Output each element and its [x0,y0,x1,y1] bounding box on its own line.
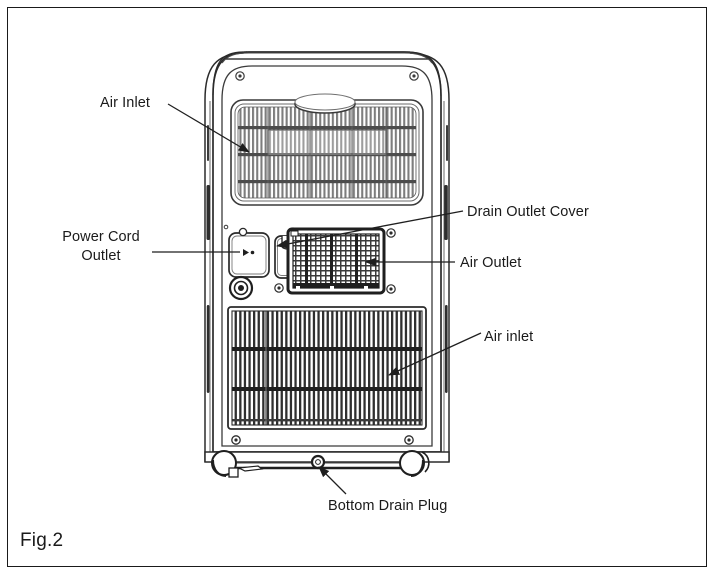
callout-label-bottom-drain-plug: Bottom Drain Plug [328,498,448,514]
lower-air-inlet-grille [227,306,427,430]
bottom-drain-plug-port [310,454,326,470]
cabinet-top-face [221,52,433,64]
side-vent-right [444,185,448,240]
callout-label-air-inlet-top: Air Inlet [100,95,151,111]
caster-left-bracket [228,467,239,478]
caster-wheel-right [399,450,430,477]
cord-direction-arrow [243,249,249,256]
leader-line-air-inlet-top [167,103,250,153]
screw-top-left [235,71,245,81]
screw-mid-right-lower [386,284,396,294]
cabinet-rear-panel [221,65,433,447]
callout-label-drain-outlet-cover: Drain Outlet Cover [467,204,589,220]
power-cord-line-1: Power Cord [62,229,140,245]
power-cord-outlet-port [223,224,270,278]
screw-top-right [409,71,419,81]
caster-right-bracket [421,451,430,473]
leader-line-air-inlet-bottom [388,332,482,376]
cabinet-right-edge [409,52,450,101]
screw-bottom-right [404,435,414,445]
base-tab-left [236,465,264,472]
upper-air-inlet-grille [230,93,424,206]
screw-mid-left [274,283,284,293]
screw-bottom-left [231,435,241,445]
figure-caption: Fig.2 [20,530,64,551]
leader-line-bottom-drain-plug [318,466,347,495]
callout-label-air-inlet-bottom: Air inlet [484,329,534,345]
side-vent-left [206,185,211,240]
coaxial-drain-port [228,275,254,301]
screw-mid-right [386,228,396,238]
callout-leader-lines [152,103,482,495]
caster-wheel-left [211,450,264,478]
callout-label-air-outlet: Air Outlet [460,255,522,271]
power-cord-line-2: Outlet [81,247,121,264]
air-outlet-mesh-grille [286,227,386,295]
cord-clip [238,227,248,237]
leader-line-drain-outlet-cover [276,210,464,249]
